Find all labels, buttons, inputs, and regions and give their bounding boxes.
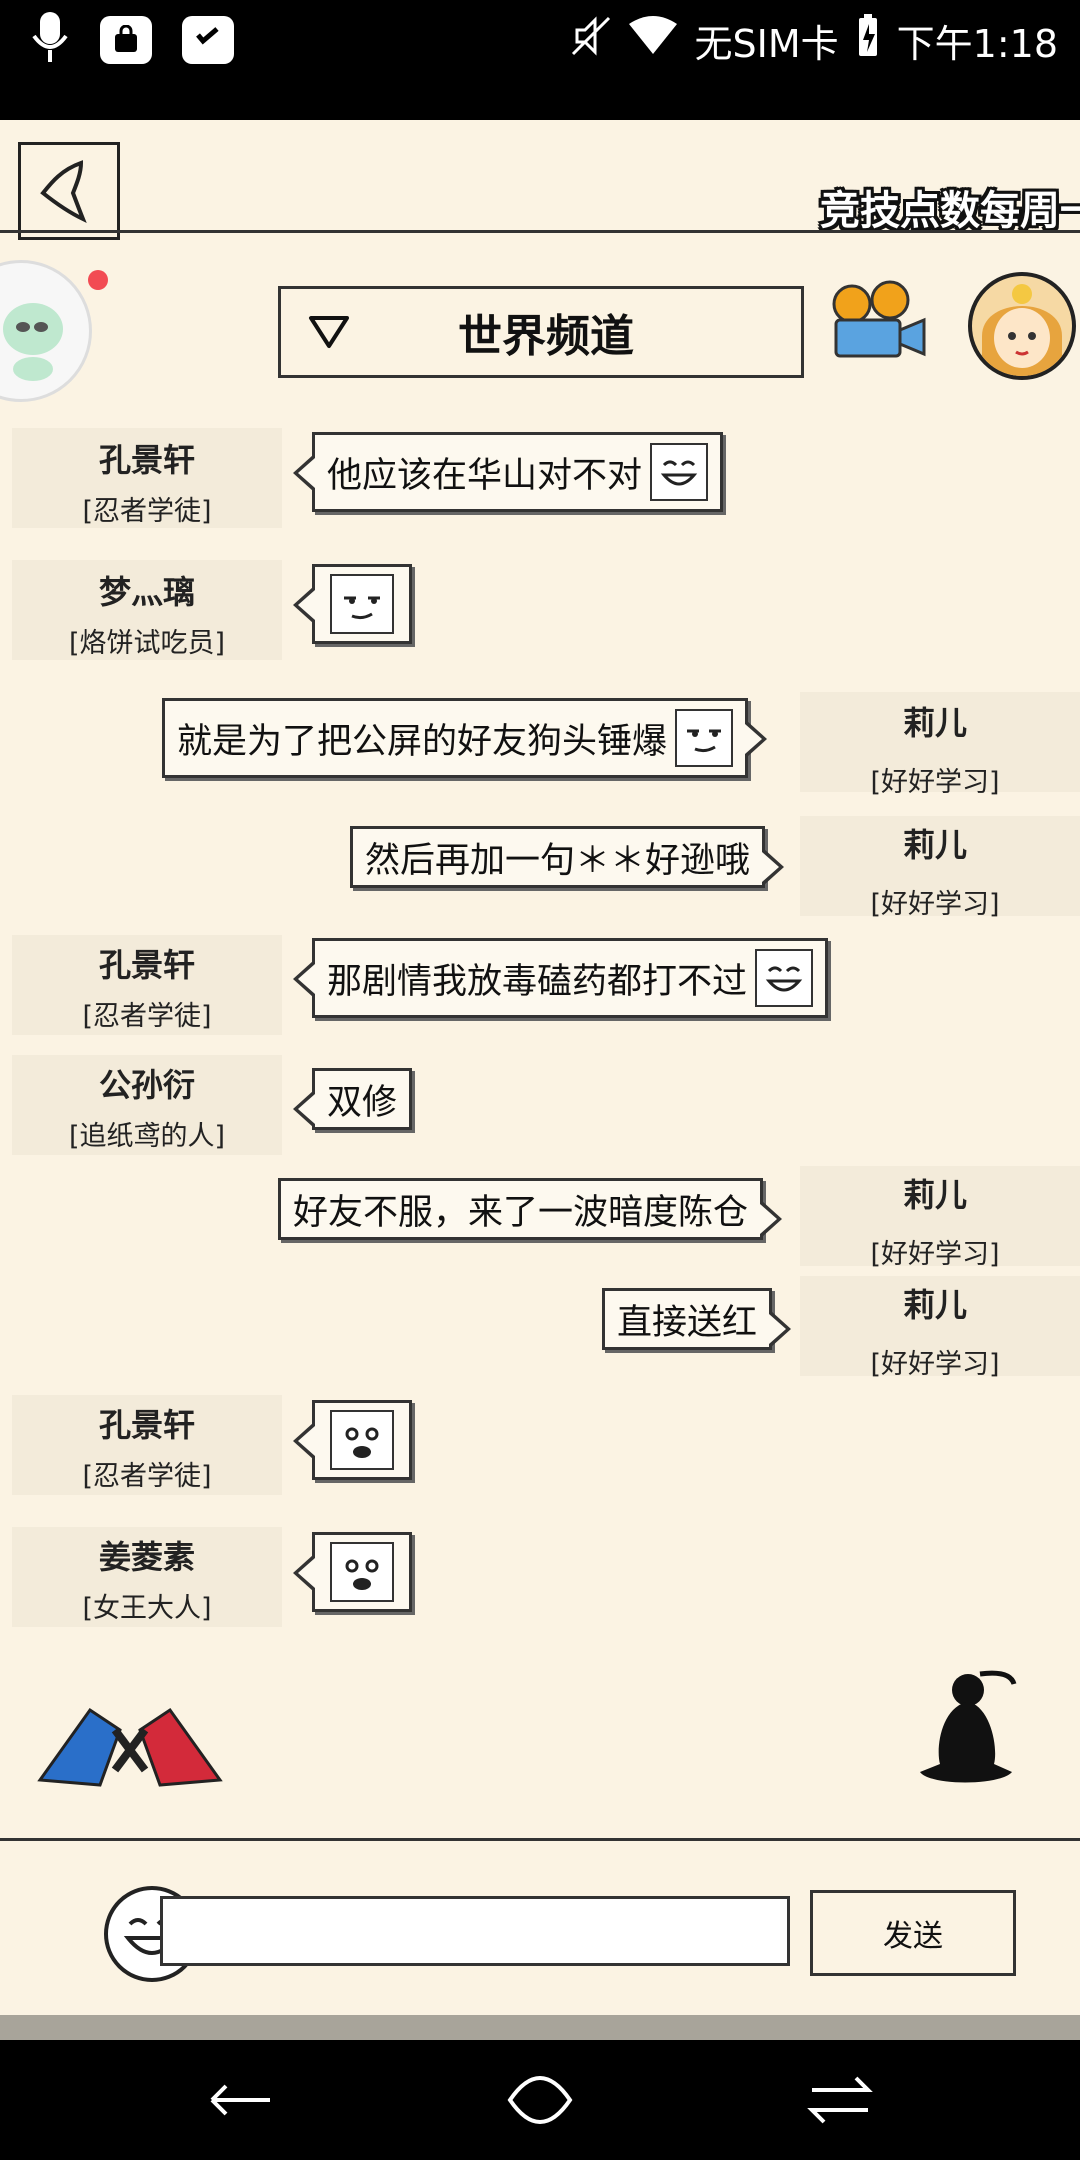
message-text: 然后再加一句＊＊好逊哦 — [365, 840, 751, 881]
chat-bubble[interactable]: 双修 — [292, 1068, 413, 1130]
sender-name: 公孙衍 — [98, 1066, 195, 1104]
channel-selector[interactable]: 世界频道 — [278, 286, 804, 378]
bottom-strip — [0, 2015, 1080, 2040]
nav-home-button[interactable] — [500, 2060, 580, 2140]
message-text: 他应该在华山对不对 — [327, 455, 643, 496]
sender-name: 莉儿 — [902, 1286, 967, 1324]
sender-name: 孔景轩 — [98, 946, 195, 984]
chat-screen: 竞技点数每周一 世界频道 — [0, 120, 1080, 2040]
chat-bubble[interactable]: 好友不服，来了一波暗度陈仓 — [278, 1178, 783, 1240]
sender-name: 孔景轩 — [98, 1406, 195, 1444]
marquee-notice: 竞技点数每周一 — [820, 188, 1080, 234]
message-text: 直接送红 — [617, 1302, 758, 1343]
sender-title: [忍者学徒] — [82, 496, 212, 527]
nav-recents-button[interactable] — [800, 2060, 880, 2140]
message-input[interactable] — [160, 1896, 790, 1966]
chat-bubble[interactable]: 就是为了把公屏的好友狗头锤爆 — [162, 698, 768, 778]
sender-name: 莉儿 — [902, 1176, 967, 1214]
sender-title: [好好学习] — [870, 1349, 1000, 1380]
shopping-bag-icon — [100, 16, 152, 64]
sender-info[interactable]: 姜菱素 [女王大人] — [12, 1532, 282, 1625]
shield-check-icon — [182, 16, 234, 64]
sender-name: 梦灬璃 — [98, 573, 195, 611]
laughing-face-sticker-icon — [755, 949, 814, 1007]
sender-info[interactable]: 孔景轩 [忍者学徒] — [12, 940, 282, 1033]
sender-info[interactable]: 梦灬璃 [烙饼试吃员] — [12, 567, 282, 660]
message-text: 双修 — [327, 1082, 398, 1123]
smug-face-sticker-icon — [675, 709, 734, 767]
sender-title: [忍者学徒] — [82, 1461, 212, 1492]
header-divider — [0, 230, 1080, 233]
smug-face-sticker-icon — [330, 574, 394, 634]
chat-bubble[interactable] — [293, 564, 412, 644]
dropdown-triangle-icon — [309, 316, 349, 348]
sender-info[interactable]: 孔景轩 [忍者学徒] — [12, 435, 282, 528]
nav-back-button[interactable] — [200, 2060, 280, 2140]
surprised-face-sticker-icon — [330, 1542, 394, 1602]
girl-avatar-icon — [982, 284, 1062, 376]
message-text: 那剧情我放毒磕药都打不过 — [327, 961, 748, 1002]
notification-dot — [88, 270, 108, 290]
surprised-face-sticker-icon — [330, 1410, 394, 1470]
chat-bubble[interactable] — [293, 1532, 412, 1612]
video-camera-icon — [832, 280, 926, 358]
sender-name: 孔景轩 — [98, 441, 195, 479]
message-text: 就是为了把公屏的好友狗头锤爆 — [177, 721, 668, 762]
sender-title: [好好学习] — [870, 1239, 1000, 1270]
arrow-left-icon — [210, 2084, 270, 2116]
sender-name: 莉儿 — [902, 826, 967, 864]
sender-title: [好好学习] — [870, 889, 1000, 920]
sender-title: [女王大人] — [82, 1593, 212, 1624]
carrier-label: 无SIM卡 — [694, 21, 839, 66]
chat-bubble[interactable]: 那剧情我放毒磕药都打不过 — [292, 938, 829, 1018]
laughing-face-sticker-icon — [650, 443, 709, 501]
chat-bubble[interactable] — [293, 1400, 412, 1480]
meditating-figure-icon — [920, 1670, 1017, 1783]
chevron-left-icon — [40, 160, 87, 223]
sender-info[interactable]: 孔景轩 [忍者学徒] — [12, 1400, 282, 1493]
chat-bubble[interactable]: 然后再加一句＊＊好逊哦 — [350, 826, 785, 888]
versus-fighters-icon — [37, 1707, 223, 1787]
chat-bubble[interactable]: 他应该在华山对不对 — [292, 432, 724, 512]
message-text: 好友不服，来了一波暗度陈仓 — [293, 1192, 749, 1233]
switch-arrows-icon — [807, 2076, 873, 2124]
sender-title: [烙饼试吃员] — [68, 628, 226, 659]
back-button[interactable] — [18, 142, 120, 240]
alien-mascot-icon — [3, 303, 63, 381]
cultivate-button[interactable] — [900, 1660, 1030, 1790]
home-icon — [507, 2076, 573, 2124]
pet-assistant-button[interactable] — [0, 260, 92, 402]
sender-info[interactable]: 莉儿 [好好学习] — [800, 1170, 1070, 1271]
system-navigation-bar — [0, 2040, 1080, 2160]
mute-icon — [571, 14, 611, 67]
sender-title: [好好学习] — [870, 767, 1000, 798]
sender-info[interactable]: 莉儿 [好好学习] — [800, 1280, 1070, 1381]
video-camera-button[interactable] — [828, 280, 928, 366]
sender-info[interactable]: 莉儿 [好好学习] — [800, 698, 1070, 799]
chat-bubble[interactable]: 直接送红 — [602, 1288, 792, 1350]
pvp-battle-button[interactable] — [30, 1690, 230, 1800]
wifi-icon — [628, 15, 677, 65]
send-button[interactable]: 发送 — [810, 1890, 1016, 1976]
sender-info[interactable]: 莉儿 [好好学习] — [800, 820, 1070, 921]
channel-title: 世界频道 — [458, 311, 634, 362]
sender-name: 莉儿 — [902, 704, 967, 742]
sender-title: [追纸鸢的人] — [68, 1121, 226, 1152]
send-label: 发送 — [883, 1919, 943, 1954]
footer-divider — [0, 1838, 1080, 1841]
player-avatar[interactable] — [968, 272, 1076, 380]
sender-info[interactable]: 公孙衍 [追纸鸢的人] — [12, 1060, 282, 1153]
battery-icon — [857, 13, 879, 67]
sender-name: 姜菱素 — [98, 1538, 195, 1576]
sender-title: [忍者学徒] — [82, 1001, 212, 1032]
clock: 下午1:18 — [896, 21, 1058, 66]
status-bar: 无SIM卡 下午1:18 — [0, 0, 1080, 120]
microphone-icon — [30, 10, 70, 70]
